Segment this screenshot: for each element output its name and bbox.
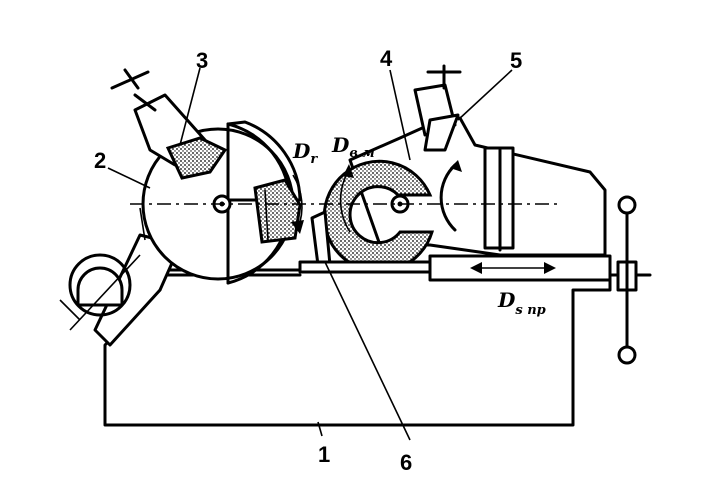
left-dresser xyxy=(110,68,228,180)
wheel-gap xyxy=(264,189,269,241)
label-dvm: Dв.м xyxy=(331,133,375,161)
label-dr: Dr xyxy=(292,139,318,167)
label-dspr: Ds пр xyxy=(497,288,546,318)
grinding-wheel xyxy=(253,178,302,244)
callout-1: 1 xyxy=(318,442,330,467)
machine-bed xyxy=(103,268,612,427)
workhead xyxy=(348,116,607,257)
callout-2: 2 xyxy=(94,148,106,173)
right-dresser xyxy=(413,64,462,152)
left-motor xyxy=(59,233,182,347)
callout-6: 6 xyxy=(400,450,412,475)
callout-4: 4 xyxy=(380,46,393,71)
callout-3: 3 xyxy=(196,48,208,73)
feed-slide xyxy=(428,195,652,365)
callout-5: 5 xyxy=(510,48,522,73)
workpiece-rotation-arrow xyxy=(339,171,351,233)
tool-rest xyxy=(298,210,437,274)
